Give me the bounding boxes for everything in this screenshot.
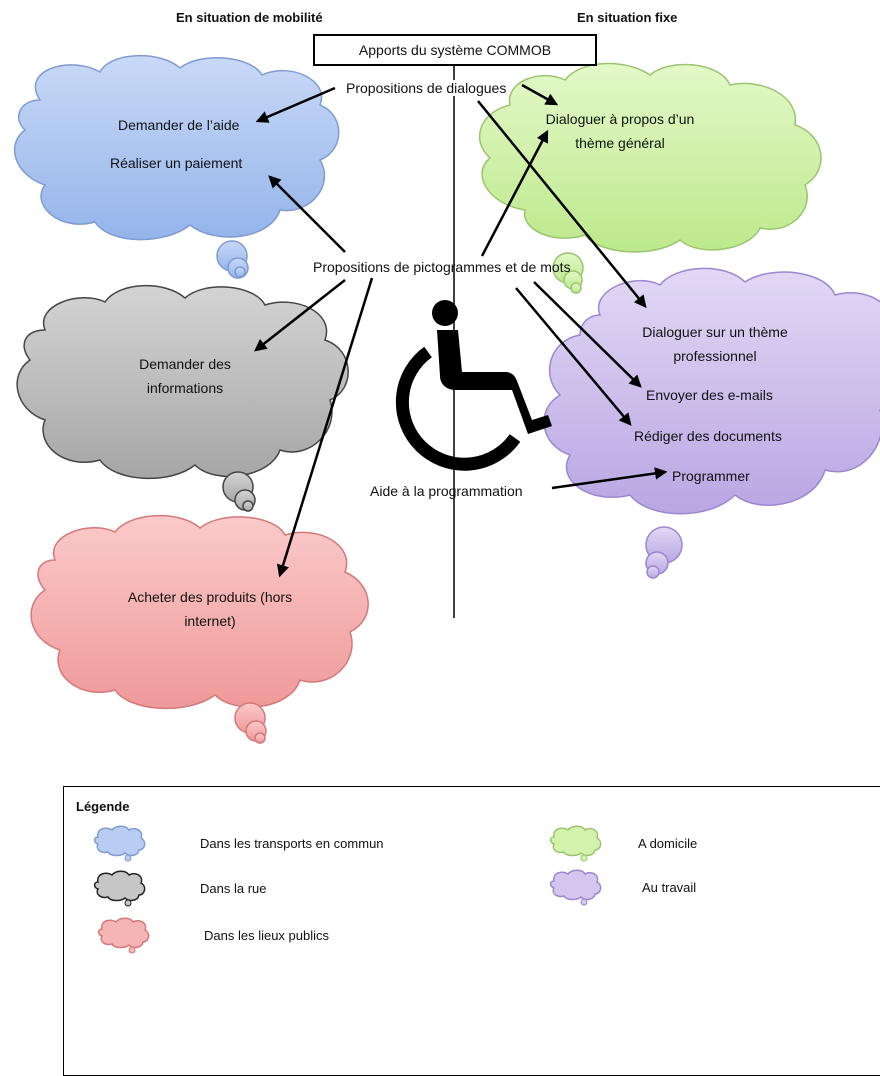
arrow-picto-to-produits [276, 277, 374, 578]
title-label: Apports du système COMMOB [358, 42, 552, 58]
arrows [254, 83, 668, 578]
cloud-purple [543, 267, 880, 579]
wheelchair-icon [395, 300, 552, 471]
cloud-icon [93, 825, 146, 862]
legend-item-lieux-publics: Dans les lieux publics [96, 915, 329, 955]
header-fixe: En situation fixe [577, 10, 678, 25]
legend-item-domicile: A domicile [548, 823, 697, 863]
legend-item-transports: Dans les transports en commun [92, 823, 384, 863]
arrow-dialogues-to-pro [477, 100, 647, 308]
label-demander-aide: Demander de l’aide [118, 117, 240, 133]
cloud-icon [93, 870, 146, 907]
arrow-picto-to-general [480, 129, 549, 257]
legend-label-travail: Au travail [642, 879, 697, 895]
arrow-dialogues-to-aide [255, 86, 336, 123]
legend-box: Légende Dans les transports en commun Da… [63, 786, 880, 1076]
cloud-icon [97, 917, 150, 954]
arrow-picto-to-emails [533, 281, 642, 388]
label-propositions-pictogrammes: Propositions de pictogrammes et de mots [313, 259, 571, 275]
header-mobilite: En situation de mobilité [176, 10, 323, 25]
cloud-icon [549, 825, 602, 862]
label-dialoguer-general: Dialoguer à propos d’un thème général [545, 111, 695, 151]
label-propositions-dialogues: Propositions de dialogues [346, 80, 507, 96]
title-box: Apports du système COMMOB [313, 34, 597, 66]
legend-title: Légende [76, 799, 130, 814]
arrow-picto-to-paiement [268, 175, 346, 253]
arrow-dialogues-to-general [521, 83, 559, 106]
label-rediger-documents: Rédiger des documents [634, 428, 782, 444]
label-envoyer-emails: Envoyer des e-mails [646, 387, 773, 403]
label-realiser-paiement: Réaliser un paiement [110, 155, 243, 171]
arrow-picto-to-informations [254, 279, 346, 352]
legend-label-domicile: A domicile [638, 835, 698, 851]
label-demander-informations: Demander des informations [139, 356, 231, 396]
legend-label-rue: Dans la rue [200, 880, 267, 896]
label-aide-programmation: Aide à la programmation [370, 483, 523, 499]
cloud-green [479, 62, 822, 294]
legend-label-transports: Dans les transports en commun [200, 835, 384, 851]
arrow-picto-to-documents [515, 287, 632, 426]
legend-item-travail: Au travail [548, 867, 696, 907]
arrow-prog-to-programmer [551, 467, 668, 490]
label-dialoguer-professionnel: Dialoguer sur un thème professionnel [642, 324, 788, 364]
legend-item-rue: Dans la rue [92, 868, 266, 908]
label-acheter-produits: Acheter des produits (hors internet) [127, 589, 293, 629]
label-programmer: Programmer [672, 468, 750, 484]
cloud-icon [549, 869, 602, 906]
legend-label-lieux-publics: Dans les lieux publics [204, 927, 330, 943]
cloud-blue [14, 55, 340, 279]
